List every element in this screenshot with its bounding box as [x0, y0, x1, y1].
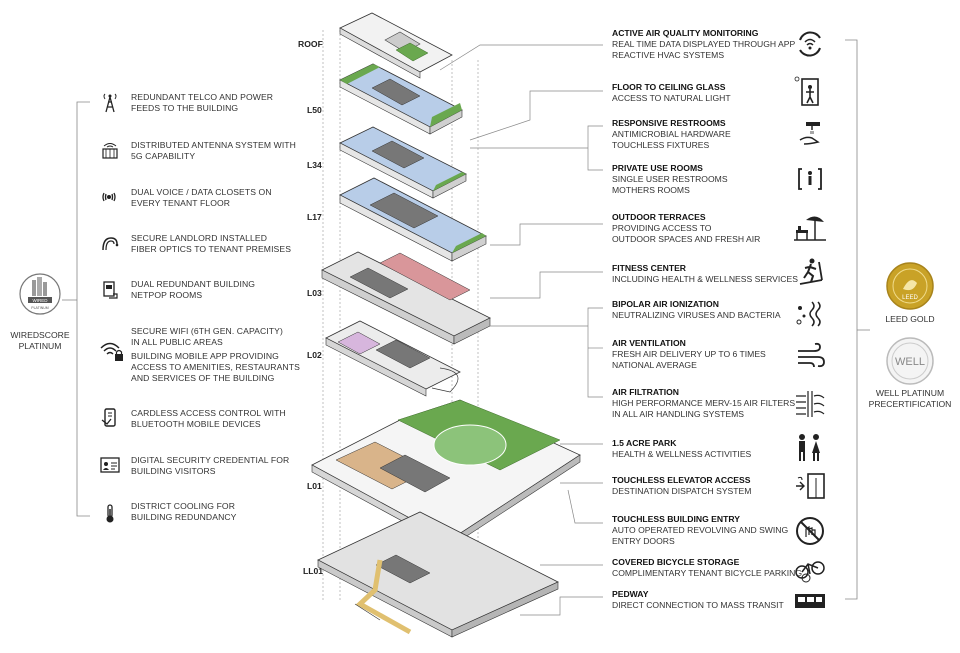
well-badge-icon: WELL: [885, 336, 935, 386]
wifi-lock-icon: [100, 342, 123, 361]
ventilation-icon: [798, 342, 825, 368]
level-label-l50: L50: [307, 105, 322, 115]
pedway-transit-icon: [795, 594, 825, 608]
touchless-elevator-icon: [796, 473, 825, 499]
phone-access-icon: [101, 408, 116, 427]
leed-gold-label: LEED GOLD: [885, 314, 935, 324]
level-label-l34: L34: [307, 160, 322, 170]
treadmill-icon: [799, 258, 823, 285]
netpop-room-icon: [103, 281, 118, 299]
bicycle-storage-icon: [795, 561, 825, 583]
floor-plate-l17: [339, 177, 487, 262]
svg-text:WELL: WELL: [895, 356, 925, 368]
floor-plate-l02: [325, 320, 461, 397]
level-label-roof: ROOF: [298, 39, 323, 49]
district-cooling-icon: [106, 504, 114, 523]
level-label-l03: L03: [307, 288, 322, 298]
level-label-l02: L02: [307, 350, 322, 360]
antenna-tower-icon: [103, 93, 117, 113]
terrace-umbrella-icon: [794, 216, 826, 241]
svg-text:WIRED: WIRED: [33, 298, 49, 303]
well-platinum-label: WELL PLATINUM PRECERTIFICATION: [868, 388, 952, 409]
private-room-icon: [798, 168, 822, 190]
floor-plate-l34: [339, 126, 467, 199]
left-item-wifi: SECURE WIFI (6TH GEN. CAPACITY)IN ALL PU…: [131, 326, 283, 347]
level-label-l01: L01: [307, 481, 322, 491]
voice-data-icon: [102, 192, 116, 202]
air-filter-icon: [796, 391, 825, 417]
fiber-optic-icon: [102, 237, 119, 251]
svg-text:LEED: LEED: [902, 295, 918, 301]
leed-gold-badge-icon: LEED: [885, 261, 935, 311]
id-credential-icon: [100, 457, 120, 473]
level-label-l17: L17: [307, 212, 322, 222]
floor-plate-l03: [321, 251, 491, 345]
natural-light-icon: [794, 76, 819, 106]
distributed-antenna-icon: [102, 143, 118, 159]
wiredscore-label: WIREDSCORE PLATINUM: [10, 330, 70, 351]
level-label-ll01: LL01: [303, 566, 324, 576]
air-ionization-icon: [796, 301, 821, 327]
wiredscore-badge-icon: WIRED PLATINUM: [18, 272, 62, 316]
floor-plate-l50: [339, 63, 463, 135]
floor-plate-l01: [311, 399, 581, 548]
touchless-faucet-icon: [799, 122, 820, 145]
no-touch-door-icon: [796, 517, 824, 545]
floor-plate-roof: [339, 12, 453, 79]
svg-text:PLATINUM: PLATINUM: [31, 306, 49, 310]
park-people-icon: [799, 434, 820, 461]
air-quality-monitor-icon: [799, 31, 821, 57]
floor-plate-ll01: [317, 511, 559, 638]
